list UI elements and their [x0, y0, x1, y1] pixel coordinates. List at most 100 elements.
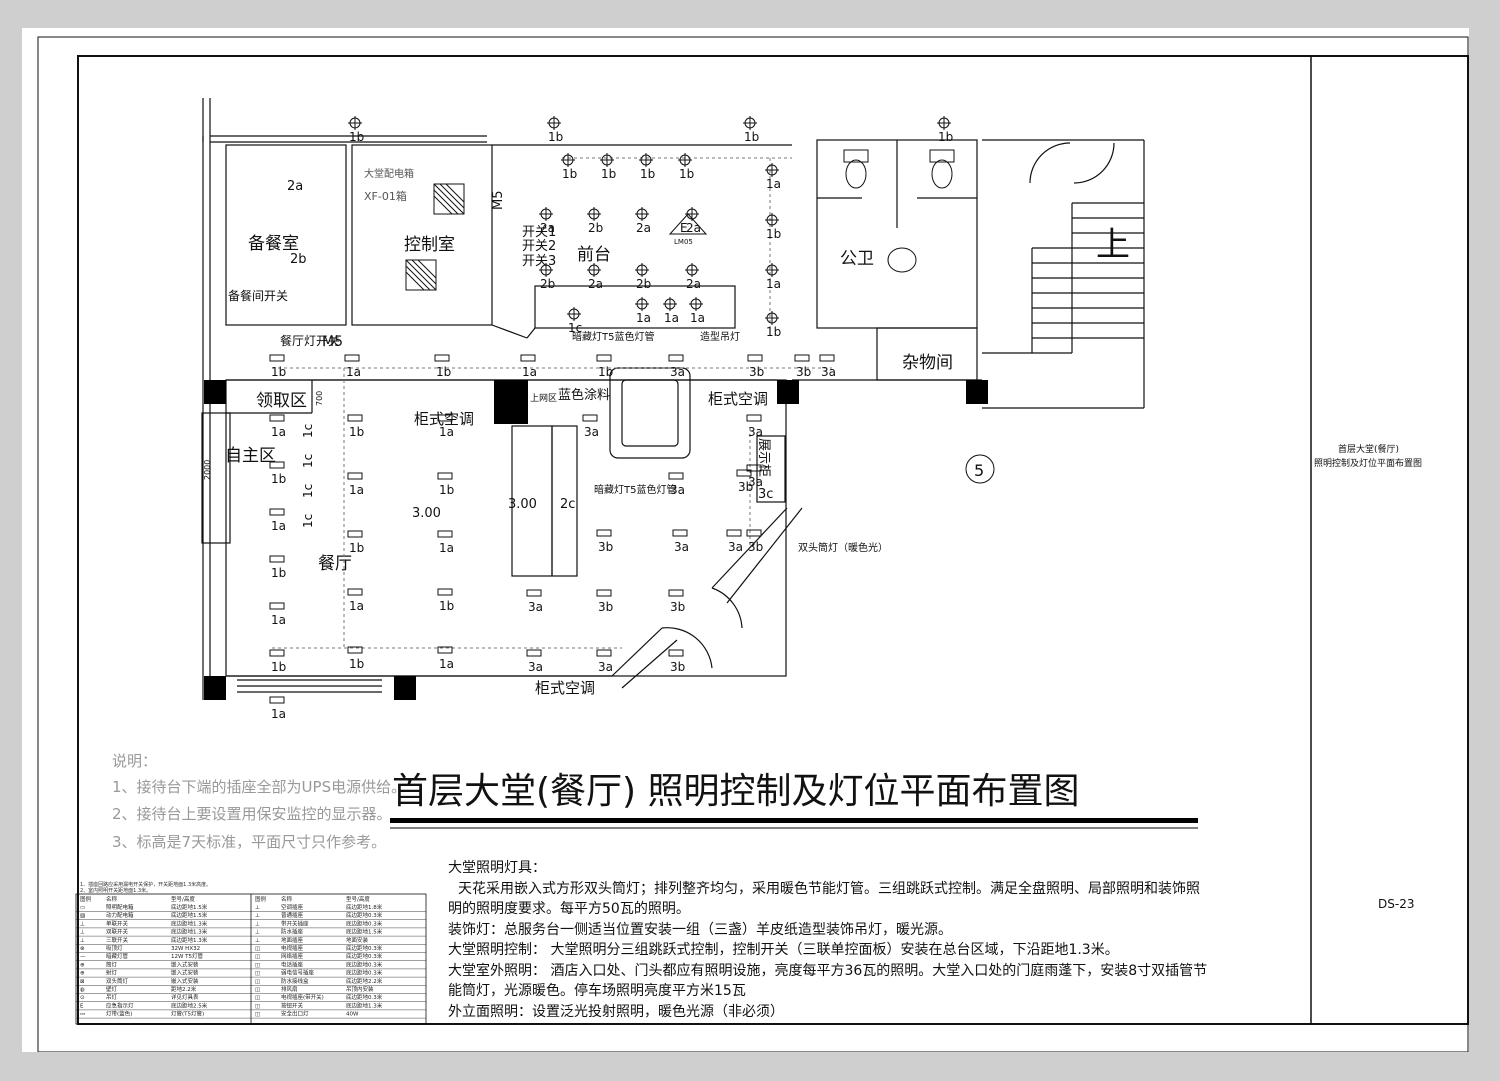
- legend-cell: 12W T5灯管: [171, 952, 204, 960]
- legend-cell: 底边距地0.3米: [346, 960, 383, 968]
- floor-plan: 备餐室 控制室 前台 公卫 杂物间 领取区 自主区 餐厅 上 5 大堂配电箱 X…: [37, 36, 1469, 1053]
- light-fixture-icon: [765, 311, 779, 325]
- drawing-sheet: 备餐室 控制室 前台 公卫 杂物间 领取区 自主区 餐厅 上 5 大堂配电箱 X…: [22, 28, 1469, 1053]
- svg-text:E: E: [680, 221, 688, 235]
- light-fixture-icon: [736, 469, 752, 477]
- light-fixture-icon: [269, 555, 285, 563]
- legend-cell: 40W: [346, 1012, 359, 1018]
- legend-cell: ◫: [255, 979, 260, 985]
- light-fixture-icon: [689, 297, 703, 311]
- light-fixture-icon: [269, 461, 285, 469]
- light-tag: 1b: [640, 167, 655, 181]
- light-tag: 3b: [796, 365, 811, 379]
- light-fixture-icon: [747, 354, 763, 362]
- light-tag: 3a: [584, 425, 599, 439]
- light-tag: 3b: [598, 540, 613, 554]
- light-fixture-icon: [765, 263, 779, 277]
- room-canting: 餐厅: [318, 554, 352, 574]
- light-fixture-icon: [746, 464, 762, 472]
- title-underline: [390, 818, 1198, 823]
- legend-cell: 按钮开关: [281, 1001, 304, 1009]
- light-fixture-icon: [746, 529, 762, 537]
- light-tag: 3a: [674, 540, 689, 554]
- legend-cell: 吸顶灯: [106, 944, 123, 952]
- light-fixture-icon: [348, 116, 362, 130]
- light-fixture-icon: [635, 263, 649, 277]
- svg-text:LM05: LM05: [674, 238, 693, 246]
- elevation-label-1: 3.00: [412, 506, 441, 521]
- light-fixture-icon: [347, 530, 363, 538]
- light-tag: 1a: [346, 365, 361, 379]
- light-fixture-icon: [635, 297, 649, 311]
- legend-cell: 底边距地0.3米: [346, 919, 383, 927]
- room-qiantai: 前台: [577, 245, 611, 265]
- light-fixture-icon: [668, 589, 684, 597]
- light-fixture-icon: [635, 207, 649, 221]
- light-fixture-icon: [819, 354, 835, 362]
- light-fixture-icon: [600, 153, 614, 167]
- legend-cell: 电视插座(带开关): [281, 993, 324, 1001]
- light-tag: 2b: [588, 221, 603, 235]
- ac-label-2: 柜式空调: [708, 390, 768, 408]
- light-fixture-icon: [437, 414, 453, 422]
- legend-header: 型号/高度: [346, 895, 370, 903]
- legend-cell: 地面安装: [346, 936, 369, 944]
- light-tag: 1b: [349, 130, 364, 144]
- light-tag: 1a: [271, 519, 286, 533]
- drawing-title: 首层大堂(餐厅) 照明控制及灯位平面布置图: [392, 771, 1080, 812]
- legend-cell: ⊠: [80, 979, 85, 985]
- legend-cell: 嵌入式安装: [171, 969, 199, 977]
- light-fixture-icon: [937, 116, 951, 130]
- legend-cell: 底边距地1.3米: [346, 1001, 383, 1009]
- elevation-label-2: 3.00: [508, 497, 537, 512]
- light-tag: 1c: [301, 424, 315, 438]
- light-fixture-icon: [582, 414, 598, 422]
- legend-cell: ◫: [255, 962, 260, 968]
- legend-cell: 照明配电箱: [106, 903, 134, 911]
- legend-cell: 灯带(蓝色): [106, 1010, 132, 1018]
- light-fixture-icon: [663, 297, 677, 311]
- hidden-light-label-1: 暗藏灯T5蓝色灯管: [572, 330, 654, 343]
- light-tag: 1a: [690, 311, 705, 325]
- legend-cell: ⊥: [80, 938, 85, 944]
- light-tag: 1c: [301, 514, 315, 528]
- light-tag: 3b: [738, 480, 753, 494]
- light-tag: 1b: [439, 599, 454, 613]
- switch3-label: 开关3: [522, 254, 556, 269]
- light-tag: 2a: [287, 179, 303, 194]
- light-fixture-icon: [765, 163, 779, 177]
- light-fixture-icon: [685, 263, 699, 277]
- light-fixture-icon: [672, 529, 688, 537]
- legend-cell: 地面插座: [281, 936, 304, 944]
- legend-cell: 防水接线盒: [281, 977, 309, 985]
- legend-cell: 三联开关: [106, 936, 129, 944]
- circuit-lines: [272, 157, 832, 649]
- light-fixture-icon: [347, 472, 363, 480]
- notes-heading: 说明：: [112, 752, 158, 770]
- light-tag: 1b: [938, 130, 953, 144]
- legend-cell: 带开关插座: [281, 919, 309, 927]
- light-fixture-icon: [539, 263, 553, 277]
- legend-cell: 网络插座: [281, 952, 304, 960]
- walls: [201, 98, 1145, 700]
- light-fixture-icon: [269, 696, 285, 704]
- light-tag: 1b: [349, 541, 364, 555]
- dim-700-label: 700: [315, 391, 324, 406]
- light-fixture-icon: [587, 207, 601, 221]
- light-tag: 1c: [568, 321, 582, 335]
- legend-cell: 底边距地1.5米: [346, 928, 383, 936]
- legend-cell: 筒灯: [106, 960, 118, 968]
- beican-switch-label: 备餐间开关: [228, 288, 288, 303]
- lighting-description: 大堂照明灯具： 天花采用嵌入式方形双头筒灯；排列整齐均匀，采用暖色节能灯管。三组…: [448, 858, 1288, 1022]
- legend-cell: 底边距地1.8米: [346, 903, 383, 911]
- light-tag: 3a: [670, 483, 685, 497]
- light-tag: 1a: [271, 425, 286, 439]
- light-fixture-icon: [437, 472, 453, 480]
- legend-cell: ◫: [255, 971, 260, 977]
- ac-label-3: 柜式空调: [535, 679, 595, 697]
- ac-label-1: 柜式空调: [414, 410, 474, 428]
- light-fixture-icon: [547, 116, 561, 130]
- desc-p1b: 明的照明度要求。每平方50瓦的照明。: [448, 901, 690, 917]
- legend-cell: ⊥: [255, 921, 260, 927]
- light-tag: 3b: [748, 540, 763, 554]
